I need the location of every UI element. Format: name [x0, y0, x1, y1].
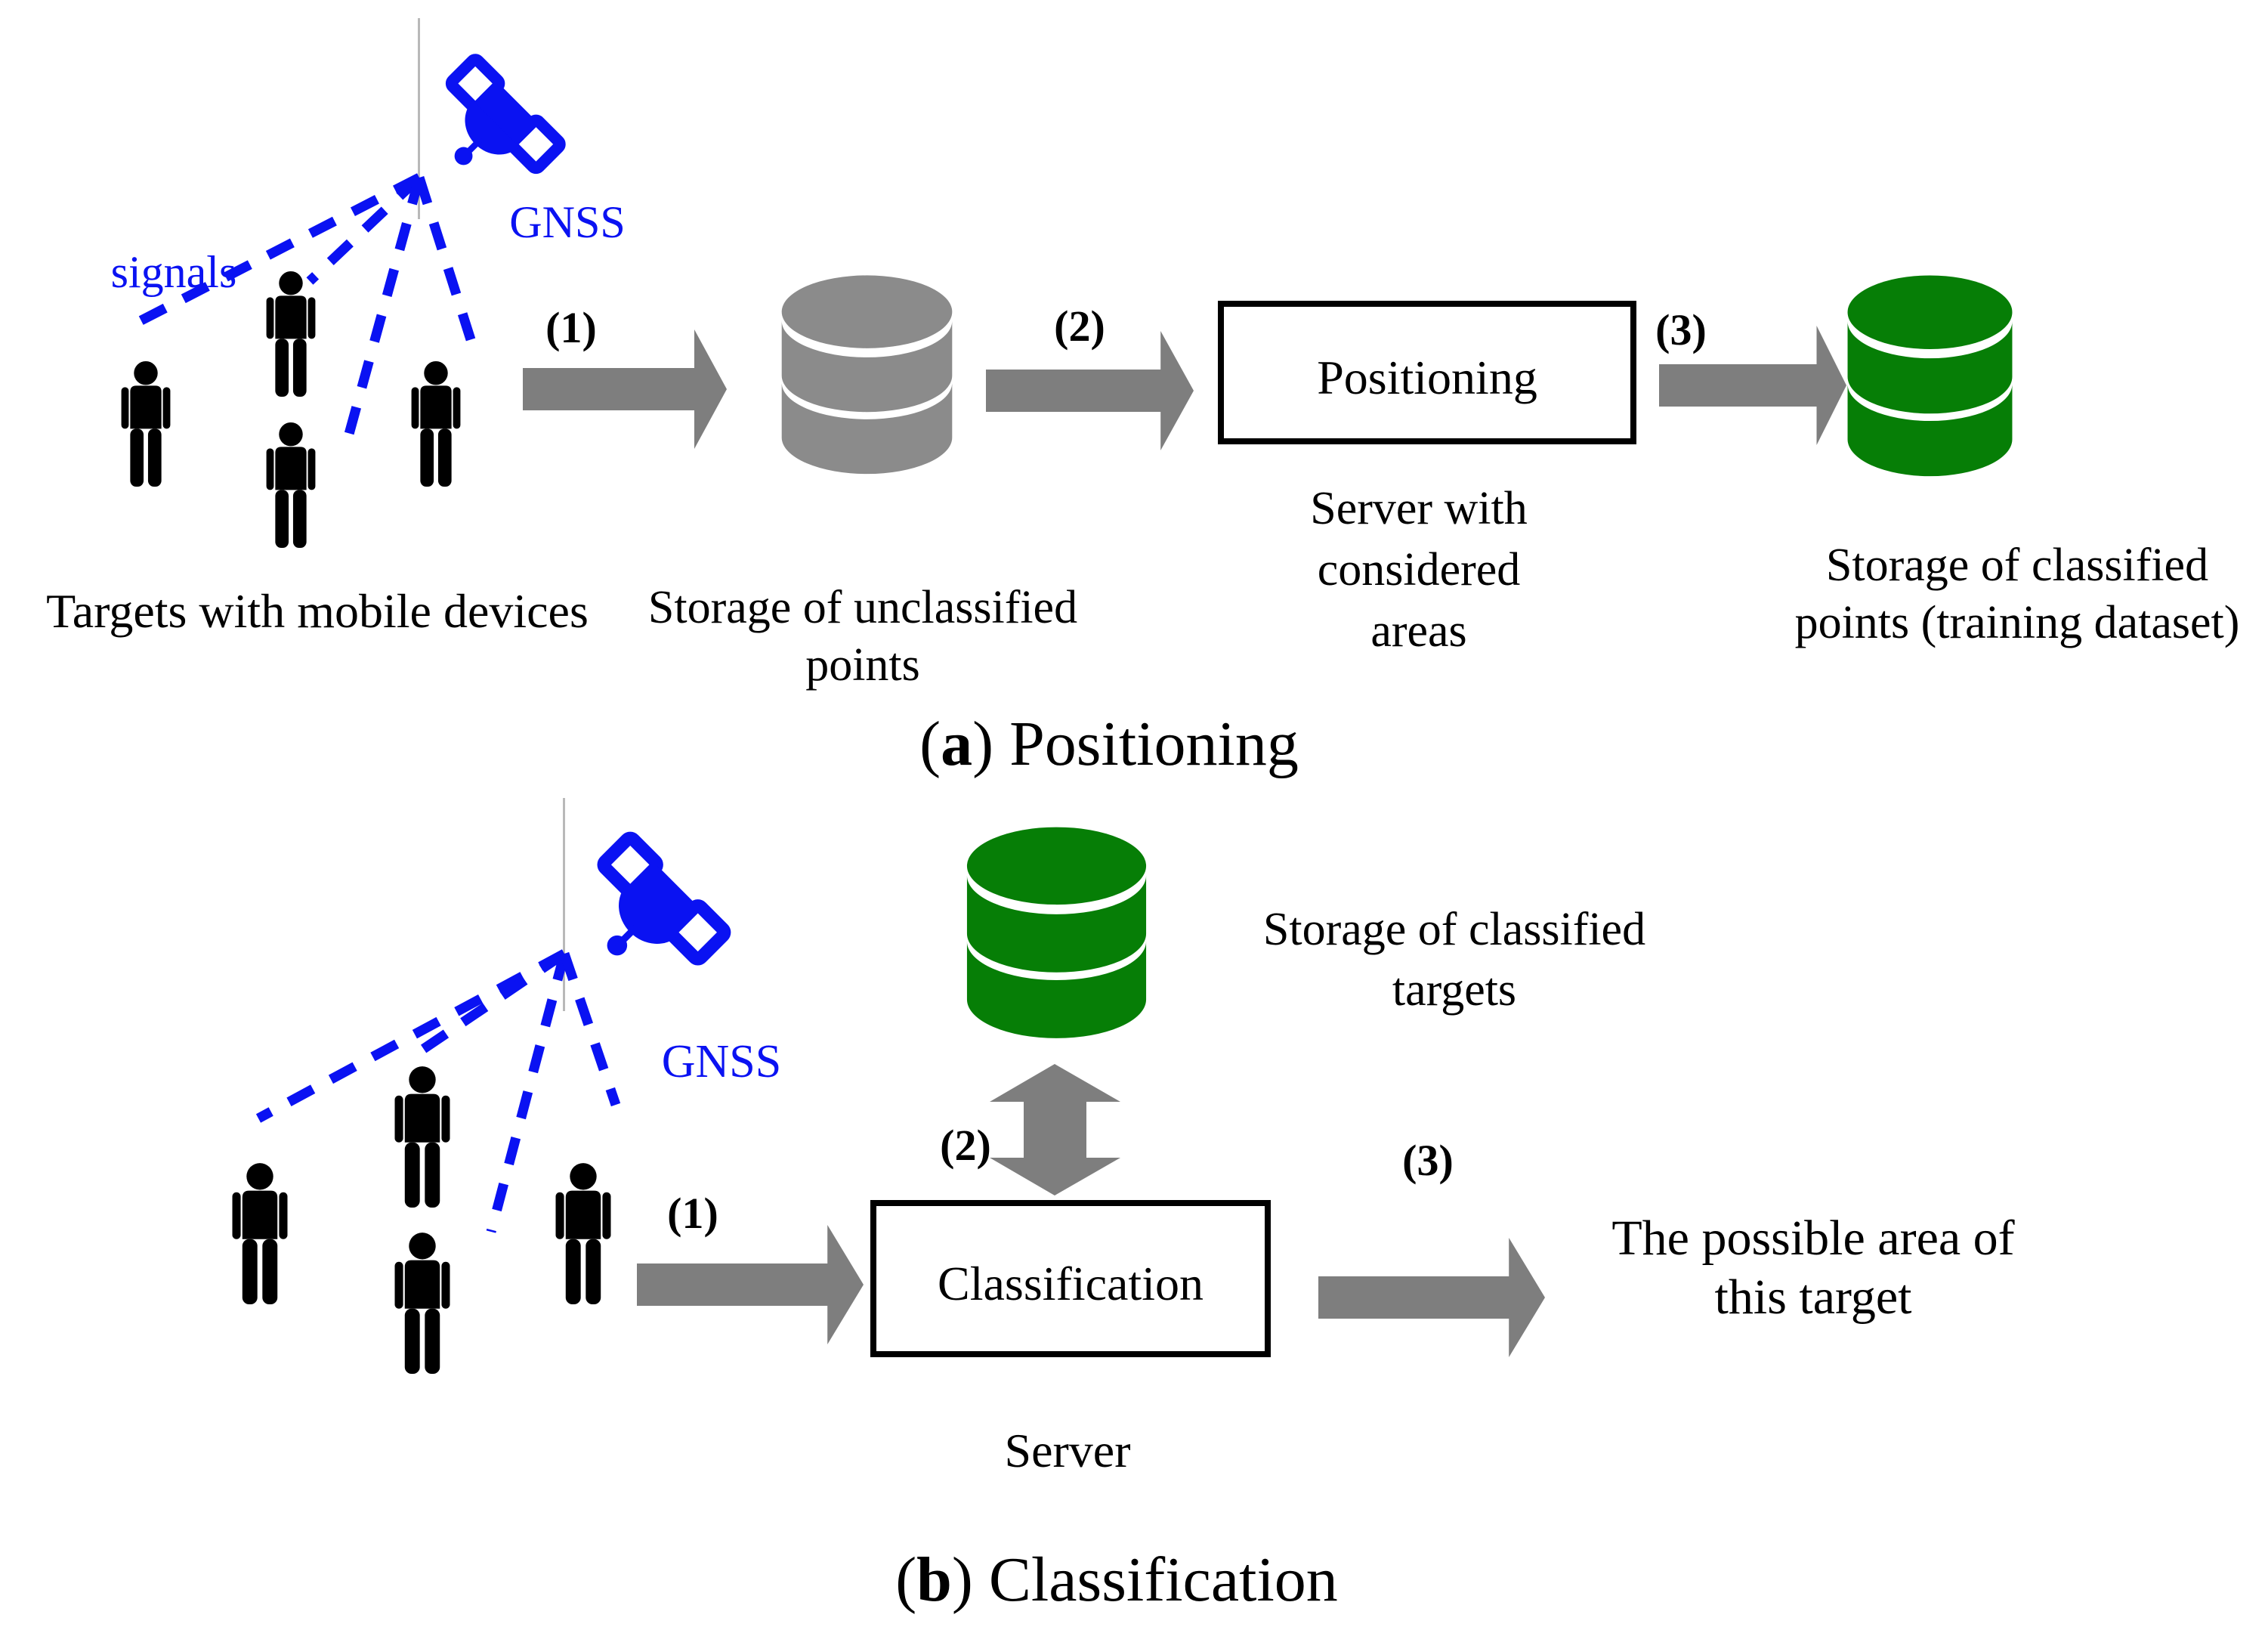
positioning-box-label: Positioning — [1317, 351, 1537, 404]
step-2-label: (2) — [940, 1121, 991, 1170]
classification-box-label: Classification — [938, 1257, 1204, 1310]
targets-caption: Targets with mobile devices — [46, 584, 589, 638]
gnss-label: GNSS — [661, 1036, 782, 1087]
person-icon — [230, 1162, 289, 1304]
person-icon — [264, 422, 317, 548]
step-1-label: (1) — [667, 1189, 718, 1238]
panel-b-caption: (b) Classification — [895, 1545, 1338, 1615]
panel-a-caption: (a) Positioning — [919, 709, 1299, 779]
step-3-label: (3) — [1655, 305, 1707, 354]
person-icon — [119, 360, 172, 487]
signals-label: signals — [110, 247, 237, 297]
arrow-right-icon — [637, 1225, 864, 1344]
step-2-label: (2) — [1054, 302, 1105, 351]
server-caption: Server — [1004, 1424, 1131, 1477]
satellite-guide-line — [418, 18, 420, 219]
person-icon — [409, 360, 462, 487]
gnss-label: GNSS — [509, 197, 626, 247]
result-area-caption: The possible area of this target — [1611, 1211, 2015, 1325]
database-classified-targets-icon — [963, 825, 1150, 1042]
person-icon — [264, 271, 317, 397]
storage-classified-caption: Storage of classified points (training d… — [1794, 540, 2240, 648]
person-icon — [393, 1232, 452, 1374]
satellite-guide-line — [563, 798, 565, 1011]
storage-targets-caption: Storage of classified targets — [1262, 904, 1646, 1016]
step-3-label: (3) — [1402, 1136, 1454, 1185]
arrow-right-icon — [523, 329, 727, 449]
positioning-server-box: Positioning — [1218, 301, 1636, 444]
storage-unclassified-caption: Storage of unclassified points — [647, 582, 1078, 691]
server-areas-caption: Server with considered areas — [1310, 483, 1528, 657]
arrow-right-icon — [986, 331, 1194, 450]
database-unclassified-icon — [778, 274, 956, 478]
arrow-double-vertical-icon — [990, 1064, 1120, 1195]
step-1-label: (1) — [545, 303, 597, 352]
signal-dashed-lines — [255, 949, 621, 1233]
person-icon — [393, 1066, 452, 1208]
person-icon — [554, 1162, 613, 1304]
classification-server-box: Classification — [870, 1200, 1271, 1357]
database-classified-icon — [1844, 274, 2016, 480]
arrow-right-icon — [1659, 326, 1846, 445]
signal-dashed-lines — [138, 173, 479, 438]
